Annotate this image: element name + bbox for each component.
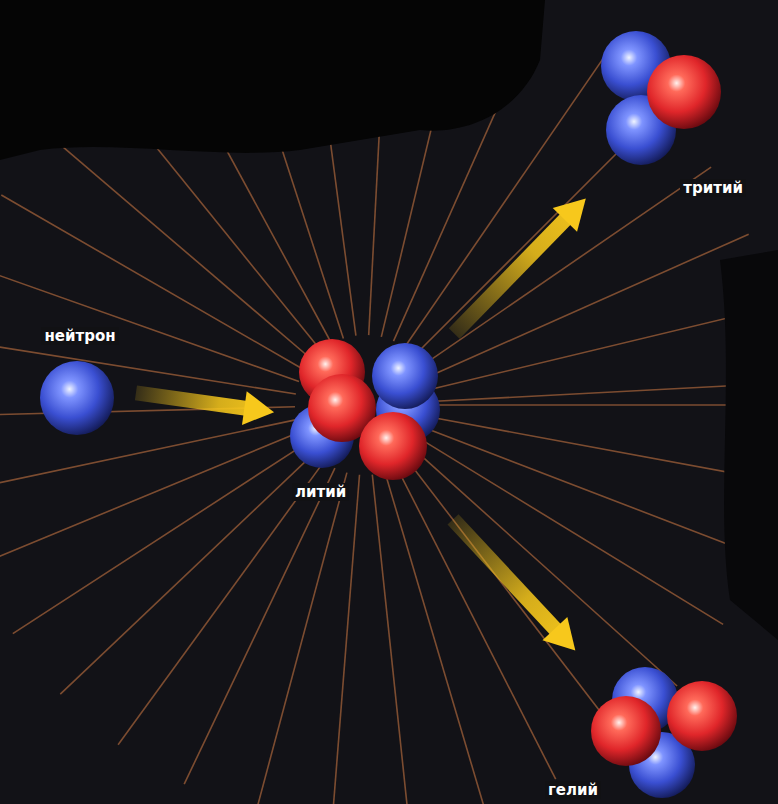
energy-ray <box>397 467 556 779</box>
energy-ray <box>13 443 307 634</box>
arrow-shaft <box>136 393 248 409</box>
particle-cluster <box>545 655 750 801</box>
energy-ray <box>423 167 711 365</box>
particle-node: литий <box>280 335 450 515</box>
energy-ray <box>0 265 299 382</box>
energy-ray <box>332 475 360 804</box>
energy-ray <box>1 195 304 370</box>
neutron-sphere <box>372 343 438 409</box>
energy-ray <box>0 420 296 493</box>
dark-smudge <box>720 250 778 640</box>
neutron-sphere <box>40 361 114 435</box>
particle-node: гелий <box>545 655 750 801</box>
arrow-head <box>553 198 586 231</box>
particle-label: нейтрон <box>41 327 118 345</box>
proton-sphere <box>359 412 427 480</box>
proton-sphere <box>647 55 721 129</box>
energy-ray <box>60 453 314 694</box>
particle-node: нейтрон <box>30 325 130 445</box>
reaction-arrow <box>453 519 575 650</box>
energy-ray <box>430 430 757 555</box>
particle-label: тритий <box>680 179 746 197</box>
energy-ray <box>0 432 300 566</box>
energy-ray <box>256 473 347 804</box>
reaction-arrow <box>454 198 586 333</box>
energy-ray <box>385 472 484 804</box>
particle-node: тритий <box>590 22 750 202</box>
arrow-head <box>242 391 274 425</box>
energy-ray <box>372 475 409 804</box>
particle-cluster <box>590 22 750 202</box>
energy-ray <box>46 132 312 359</box>
proton-sphere <box>591 696 661 766</box>
dark-smudge <box>0 0 545 160</box>
particle-label: литий <box>292 483 349 501</box>
arrow-shaft <box>454 217 567 333</box>
proton-sphere <box>667 681 737 751</box>
particle-label: гелий <box>545 781 601 799</box>
arrow-shaft <box>453 519 558 631</box>
energy-ray <box>118 462 324 745</box>
energy-ray <box>433 307 773 389</box>
energy-ray <box>417 452 677 686</box>
reaction-arrow <box>136 391 274 425</box>
energy-ray <box>184 468 335 784</box>
arrow-head <box>542 617 575 651</box>
